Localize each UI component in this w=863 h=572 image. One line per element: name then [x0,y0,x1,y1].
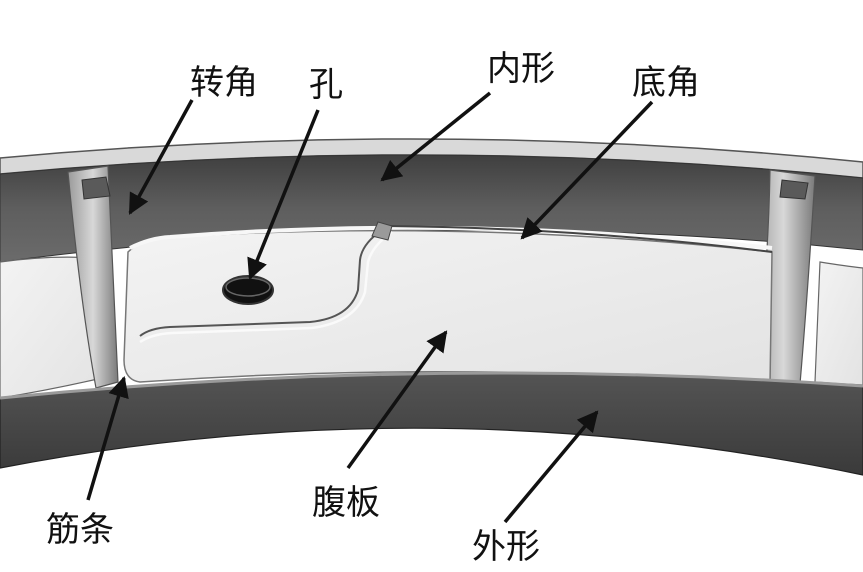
bottom-fillet-shadow [387,225,773,253]
arrow-outer-contour [503,410,599,524]
left-rib-cap [81,176,111,200]
label-rib: 筋条 [46,510,114,550]
label-outer-contour: 外形 [472,527,540,567]
hole [222,275,274,305]
web-step-contour [139,225,389,337]
arrow-bottom-corner [520,100,654,240]
arrow-inner-contour [380,91,492,182]
arrow-rib [86,375,129,501]
label-fillet-corner: 转角 [190,63,258,103]
arrow-web [346,330,448,470]
web-step-notch [371,221,393,241]
label-bottom-corner: 底角 [632,63,700,103]
web-step-highlight [139,230,393,344]
arrow-hole [247,109,320,280]
label-inner-contour: 内形 [487,49,555,89]
right-rib-cap [779,179,809,200]
outer-wall [0,372,863,476]
label-web: 腹板 [312,483,380,523]
arrow-fillet-corner [128,99,194,215]
bottom-fillet-edge [129,225,773,250]
right-pocket [814,261,863,386]
web-floor [123,229,773,386]
label-hole: 孔 [309,65,343,105]
